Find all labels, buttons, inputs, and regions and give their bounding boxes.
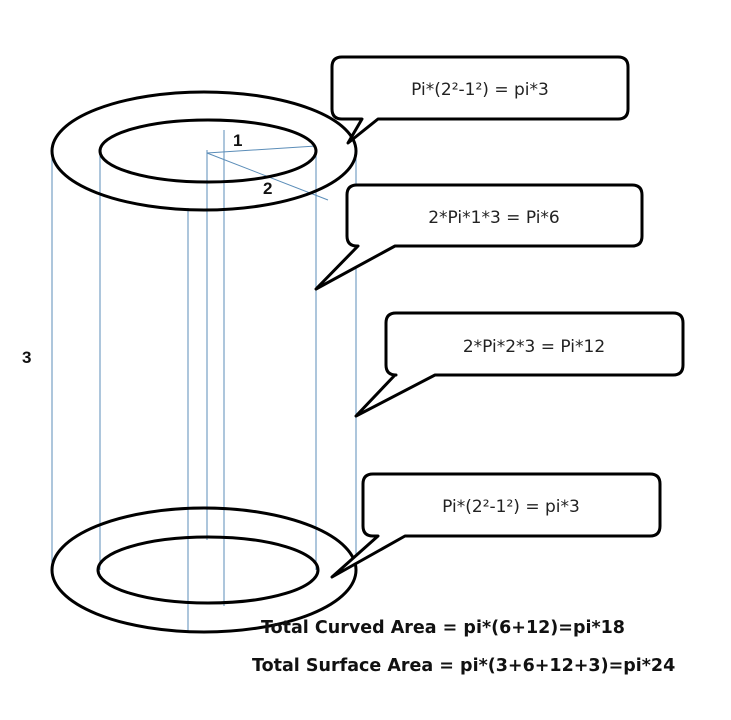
callout-bottom-annulus-text: Pi*(2²-1²) = pi*3 — [442, 497, 580, 517]
callout-top-annulus: Pi*(2²-1²) = pi*3 — [330, 55, 630, 145]
callout-outer-curved: 2*Pi*2*3 = Pi*12 — [354, 311, 685, 418]
bottom-inner-ellipse — [96, 535, 320, 605]
callout-top-annulus-bubble — [330, 55, 630, 145]
bottom-annulus — [50, 506, 358, 634]
callout-inner-curved-text: 2*Pi*1*3 = Pi*6 — [428, 208, 560, 228]
callout-bottom-annulus: Pi*(2²-1²) = pi*3 — [330, 472, 662, 579]
callout-outer-curved-bubble — [354, 311, 685, 418]
callout-bottom-annulus-bubble — [330, 472, 662, 579]
height-label: 3 — [22, 348, 31, 367]
callout-top-annulus-text: Pi*(2²-1²) = pi*3 — [411, 80, 549, 100]
outer-radius-label: 2 — [263, 179, 272, 198]
top-inner-ellipse — [98, 118, 318, 184]
inner-radius-label: 1 — [233, 131, 242, 150]
total-curved-area: Total Curved Area = pi*(6+12)=pi*18 — [261, 618, 625, 638]
top-outer-ellipse — [50, 90, 358, 212]
bottom-outer-ellipse — [50, 506, 358, 634]
total-surface-area: Total Surface Area = pi*(3+6+12+3)=pi*24 — [252, 656, 676, 676]
callout-inner-curved-bubble — [314, 183, 644, 291]
inner-radius-line — [206, 145, 317, 154]
callout-inner-curved: 2*Pi*1*3 = Pi*6 — [314, 183, 644, 291]
callout-outer-curved-text: 2*Pi*2*3 = Pi*12 — [463, 337, 605, 357]
top-annulus — [50, 90, 358, 212]
